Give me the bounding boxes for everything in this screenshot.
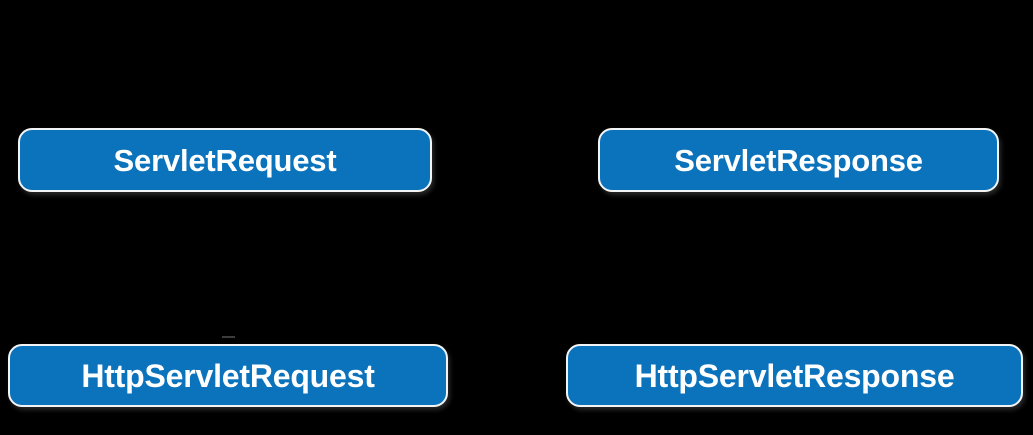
node-http-servlet-request-label: HttpServletRequest <box>81 357 375 394</box>
node-http-servlet-request[interactable]: HttpServletRequest <box>8 344 448 407</box>
node-servlet-request[interactable]: ServletRequest <box>18 128 432 192</box>
node-servlet-response[interactable]: ServletResponse <box>598 128 999 192</box>
node-servlet-response-label: ServletResponse <box>674 142 923 178</box>
node-http-servlet-response-label: HttpServletResponse <box>634 357 955 394</box>
node-http-servlet-response[interactable]: HttpServletResponse <box>566 344 1023 407</box>
connector-stub-request <box>222 336 235 338</box>
node-servlet-request-label: ServletRequest <box>113 142 337 178</box>
